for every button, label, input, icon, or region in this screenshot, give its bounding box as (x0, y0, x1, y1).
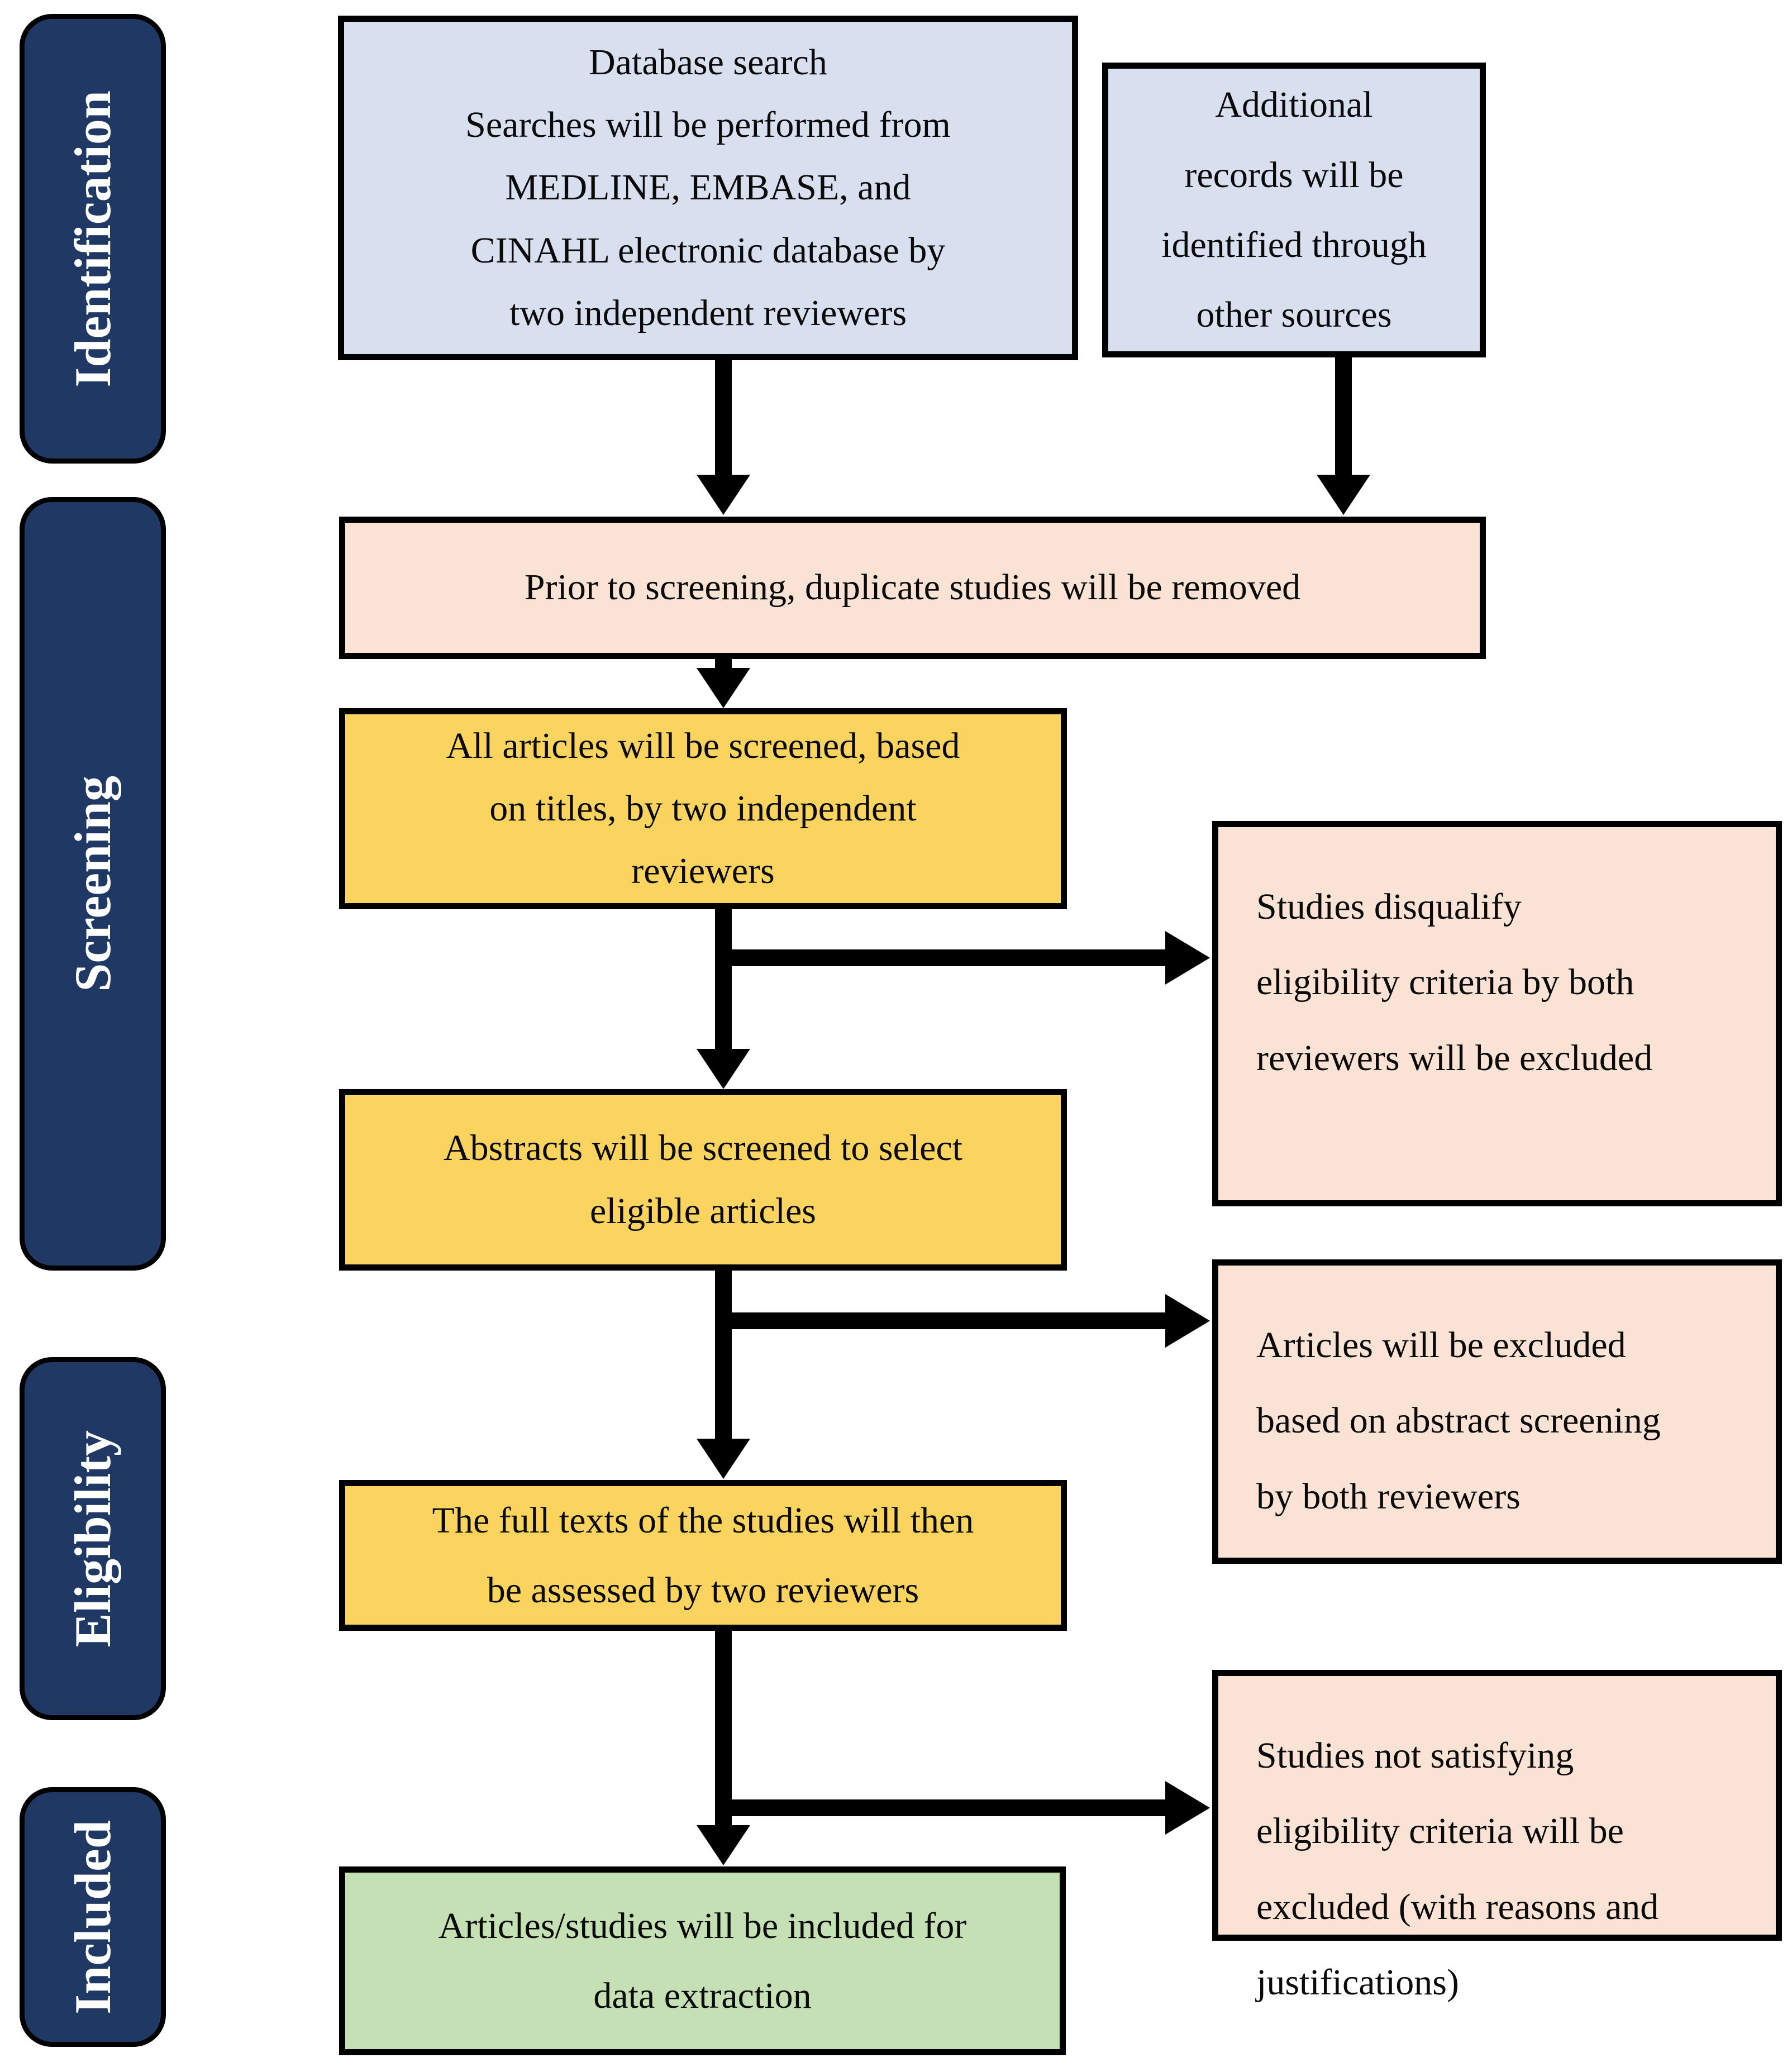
stage-eligibility: Eligibility (20, 1357, 166, 1720)
box-included-for-extraction: Articles/studies will be included for da… (339, 1866, 1066, 2055)
stage-screening-label: Screening (64, 776, 121, 992)
box-abstract-screening: Abstracts will be screened to select eli… (339, 1089, 1067, 1271)
box-excluded-title-stage: Studies disqualify eligibility criteria … (1212, 821, 1782, 1206)
stage-eligibility-label: Eligibility (64, 1430, 121, 1648)
stage-screening: Screening (20, 497, 166, 1271)
box-excluded-abstract-stage: Articles will be excluded based on abstr… (1212, 1259, 1782, 1564)
box-excluded-abstract-stage-text: Articles will be excluded based on abstr… (1256, 1325, 1661, 1517)
box-included-for-extraction-text: Articles/studies will be included for da… (438, 1905, 967, 2016)
box-excluded-fulltext-stage-text: Studies not satisfying eligibility crite… (1256, 1735, 1659, 2003)
box-database-search: Database search Searches will be perform… (338, 16, 1078, 360)
box-duplicates-removed: Prior to screening, duplicate studies wi… (339, 517, 1486, 659)
stage-included: Included (20, 1787, 166, 2047)
stage-identification: Identification (20, 14, 166, 464)
box-abstract-screening-text: Abstracts will be screened to select eli… (443, 1128, 963, 1231)
box-excluded-fulltext-stage: Studies not satisfying eligibility crite… (1212, 1670, 1782, 2003)
box-title-screening-text: All articles will be screened, based on … (446, 725, 960, 892)
stage-identification-label: Identification (64, 90, 121, 388)
box-full-text-assessment: The full texts of the studies will then … (339, 1480, 1067, 1631)
box-full-text-assessment-text: The full texts of the studies will then … (432, 1500, 974, 1611)
box-excluded-title-stage-text: Studies disqualify eligibility criteria … (1256, 886, 1653, 1078)
box-title-screening: All articles will be screened, based on … (339, 708, 1067, 909)
box-duplicates-removed-text: Prior to screening, duplicate studies wi… (524, 567, 1301, 608)
box-additional-records-text: Additional records will be identified th… (1161, 84, 1427, 336)
stage-included-label: Included (64, 1820, 121, 2014)
box-additional-records: Additional records will be identified th… (1102, 63, 1486, 357)
box-database-search-text: Database search Searches will be perform… (465, 42, 951, 333)
